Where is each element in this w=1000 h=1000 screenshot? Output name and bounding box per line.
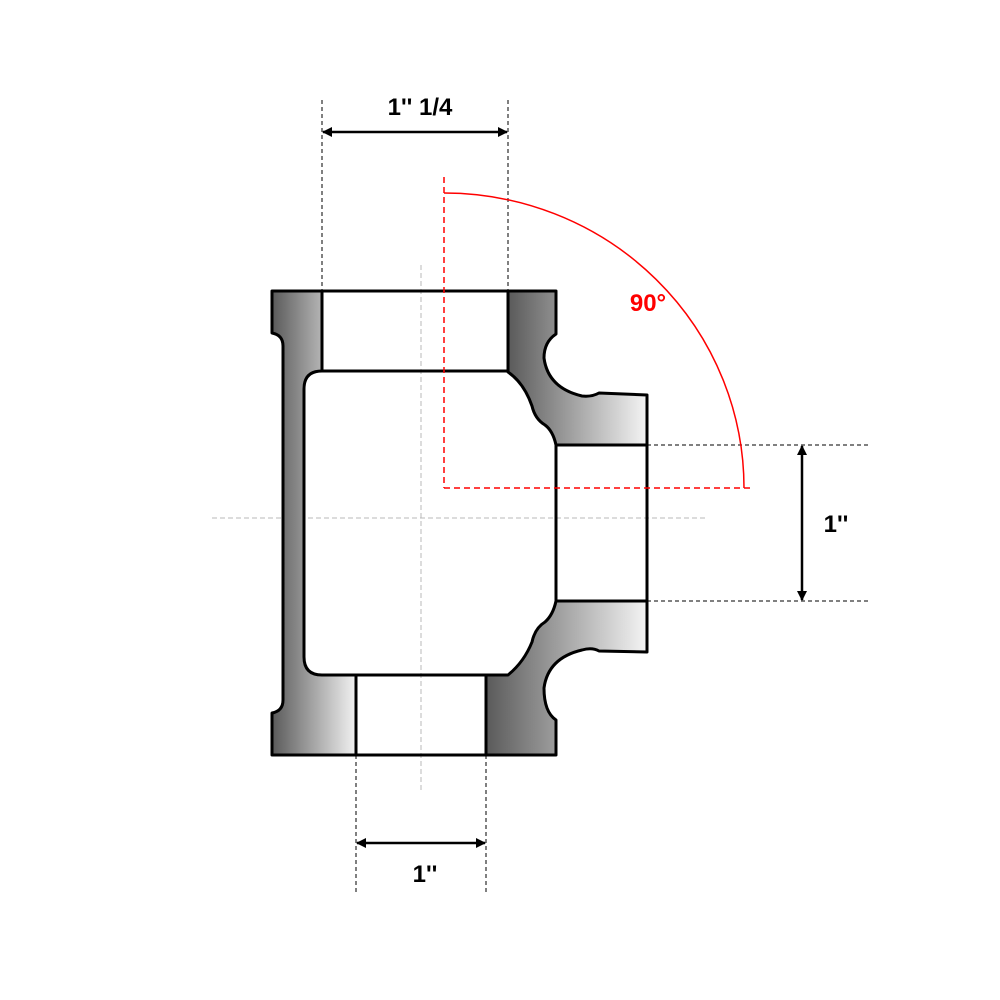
top-dimension-label: 1'' 1/4 [388, 94, 453, 121]
branch-opening [554, 445, 649, 601]
branch-dimension-label: 1'' [824, 511, 849, 538]
lower-right-wall [484, 599, 649, 757]
dimension-arrows [322, 127, 807, 848]
left-wall [270, 289, 358, 757]
top-opening [322, 289, 508, 373]
upper-right-wall [506, 289, 649, 447]
openings [322, 289, 649, 757]
bottom-dimension-label: 1'' [413, 861, 438, 888]
angle-label: 90° [630, 290, 666, 317]
bottom-opening [356, 673, 486, 757]
angle-arc [443, 192, 745, 489]
extension-lines [321, 100, 870, 893]
angle-indicator [443, 177, 752, 489]
